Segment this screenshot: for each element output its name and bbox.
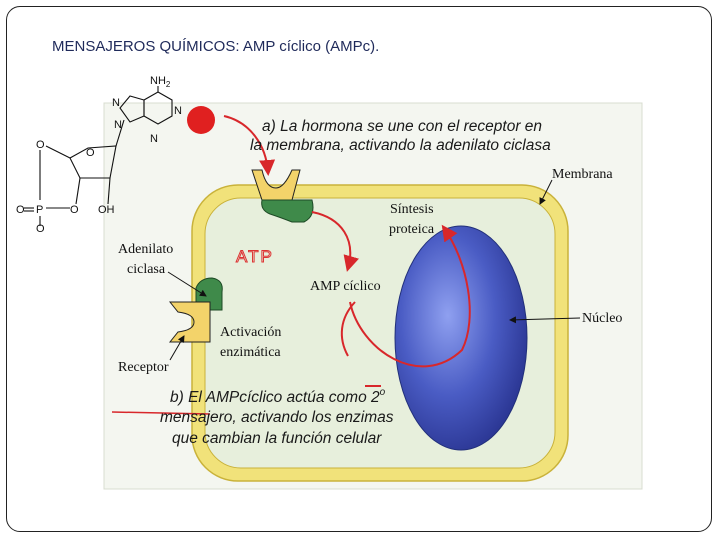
step-b-line3: que cambian la función celular — [172, 430, 382, 447]
camp-molecule — [24, 86, 173, 226]
n-label-3: N — [112, 97, 120, 109]
pointer-nucleo — [509, 316, 581, 324]
slide-frame — [6, 6, 712, 532]
step-a-line1: a) La hormona se une con el receptor en — [262, 118, 542, 135]
pointer-receptor — [169, 335, 185, 361]
label-activacion-1: Activación — [220, 325, 281, 340]
label-activacion-2: enzimática — [220, 345, 281, 360]
camp-molecule-labels: NH2 N N N N O O O P O O OH — [16, 75, 182, 235]
o-bottom-label: O — [36, 223, 45, 235]
pointer-membrana — [539, 179, 553, 205]
step-b-line1-text: b) El AMPcíclico actúa como 2 — [170, 389, 380, 406]
n-label-4: N — [114, 119, 122, 131]
label-nucleo: Núcleo — [582, 311, 622, 326]
top-receptor — [251, 169, 301, 201]
n-label-2: N — [150, 133, 158, 145]
red-strike-line — [111, 411, 211, 415]
o-p-label: O — [16, 204, 25, 216]
atp-to-amp-arrow — [311, 211, 359, 272]
step-a-line2: la membrana, activando la adenilato cicl… — [250, 137, 551, 154]
left-receptor — [168, 301, 211, 343]
nh2-subscript: 2 — [166, 80, 171, 89]
hormone — [187, 106, 215, 134]
label-adenilato-1: Adenilato — [118, 242, 173, 257]
label-adenilato-2: ciclasa — [127, 262, 166, 277]
nucleus — [394, 225, 528, 451]
pointer-adenilato — [167, 271, 207, 297]
oh-label: OH — [98, 204, 115, 216]
step-b-line1: b) El AMPcíclico actúa como 2o — [170, 387, 386, 406]
o-left-label: O — [36, 139, 45, 151]
step-b-line2: mensajero, activando los enzimas — [160, 409, 394, 426]
label-amp-ciclico: AMP cíclico — [310, 279, 381, 294]
label-atp: ATP — [236, 247, 274, 266]
nh2-label: NH2 — [150, 75, 171, 89]
label-sintesis-2: proteica — [389, 222, 435, 237]
n-label-1: N — [174, 105, 182, 117]
amp-to-nucleus-arrow — [349, 224, 471, 368]
label-receptor: Receptor — [118, 360, 169, 375]
p-label: P — [36, 204, 43, 216]
nh2-text: NH — [150, 75, 166, 87]
o-ring-label: O — [86, 147, 95, 159]
o-link-label: O — [70, 204, 79, 216]
hormone-arrow — [223, 115, 276, 176]
label-membrana: Membrana — [552, 167, 613, 182]
label-sintesis-1: Síntesis — [390, 202, 434, 217]
step-b-superscript: o — [380, 387, 386, 398]
slide-title: MENSAJEROS QUÍMICOS: AMP cíclico (AMPc). — [52, 38, 380, 55]
